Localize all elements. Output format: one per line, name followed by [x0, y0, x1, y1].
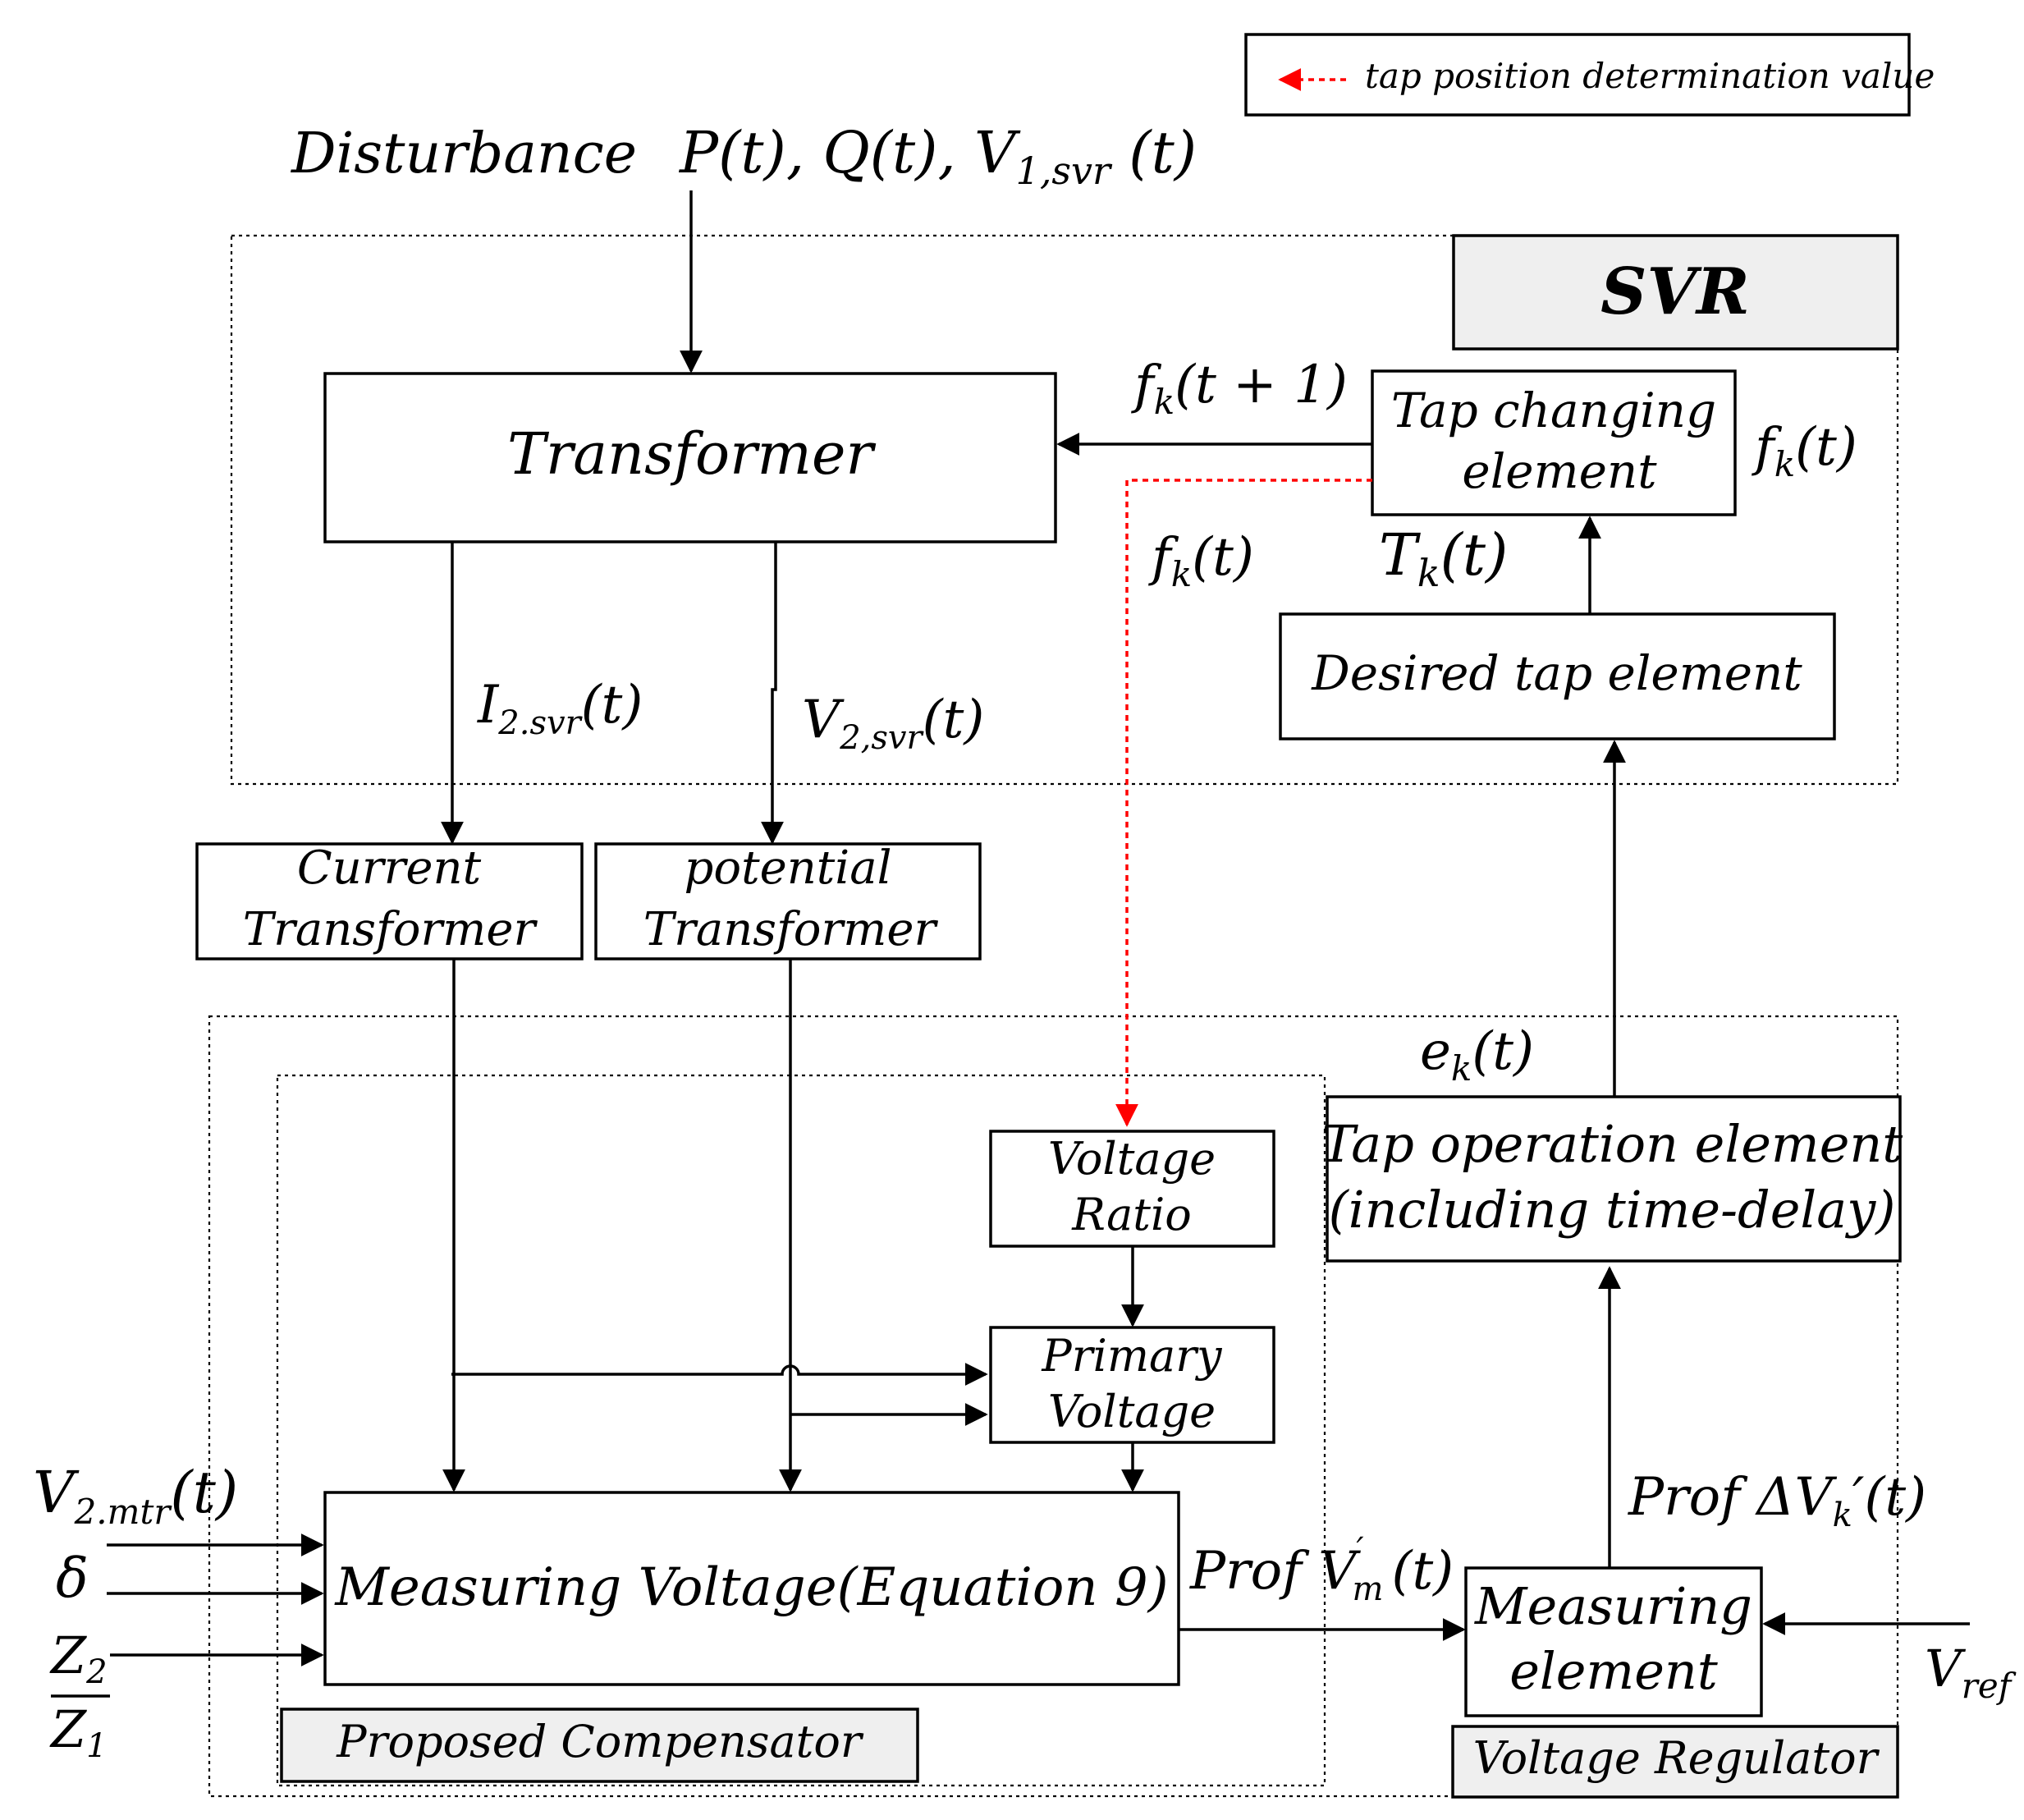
delta-label: δ: [56, 1547, 89, 1610]
svr-title: SVR: [1600, 254, 1750, 329]
prof-dv-label: Prof ΔVk′(t): [1628, 1467, 1926, 1534]
fk-mid-label: fk(t): [1148, 527, 1254, 594]
transformer-block: [323, 372, 1057, 543]
primary-voltage-block: [989, 1326, 1275, 1444]
v2-arrow: [761, 542, 784, 845]
legend-box: [1244, 33, 1911, 117]
tap-operation-block: [1326, 1095, 1902, 1263]
tap-changing-label-line2: element: [1462, 443, 1657, 499]
ct-to-primary-arrow: [451, 1363, 988, 1386]
voltage-regulator-label: Voltage Regulator: [1473, 1732, 1880, 1784]
lower-group-outline: [208, 1015, 1899, 1798]
z2-label: Z2: [49, 1625, 108, 1691]
voltage-ratio-block: [989, 1130, 1275, 1248]
primary-voltage-line1: Primary: [1041, 1330, 1223, 1382]
tap-changing-label-line1: Tap changing: [1391, 383, 1716, 438]
measuring-element-block: [1464, 1566, 1763, 1717]
fk-right-label: fk(t): [1752, 417, 1857, 484]
v2mtr-label: V2.mtr(t): [33, 1459, 238, 1532]
voltage-ratio-line2: Ratio: [1071, 1189, 1192, 1240]
voltage-ratio-line1: Voltage: [1048, 1133, 1216, 1185]
tap-operation-line2: (including time-delay): [1329, 1180, 1896, 1240]
primary-voltage-line2: Voltage: [1048, 1386, 1216, 1437]
proposed-compensator-label-box: [280, 1708, 919, 1783]
svr-title-box: [1452, 234, 1899, 351]
tap-changing-block: [1371, 369, 1737, 516]
measuring-voltage-label: Measuring Voltage(Equation 9): [334, 1557, 1168, 1618]
tap-operation-line1: Tap operation element: [1321, 1114, 1903, 1174]
z1-label: Z1: [49, 1699, 108, 1765]
fk-next-label: fk(t + 1): [1131, 355, 1348, 422]
ct-label-line2: Transformer: [243, 903, 538, 956]
tk-label: Tk(t): [1379, 521, 1508, 595]
v2-label: V2,svr(t): [802, 690, 984, 757]
pt-label-line2: Transformer: [643, 903, 939, 956]
legend-text: tap position determination value: [1365, 56, 1935, 96]
proposed-compensator-label: Proposed Compensator: [336, 1716, 864, 1767]
desired-tap-label: Desired tap element: [1311, 645, 1802, 701]
ct-label-line1: Current: [297, 841, 482, 895]
tap-feedback-arrow: [1115, 479, 1372, 1127]
pt-label-line1: potential: [685, 841, 892, 895]
disturbance-label: Disturbance: [290, 121, 637, 186]
i2-label: I2.svr(t): [477, 675, 643, 742]
measuring-element-line1: Measuring: [1474, 1576, 1752, 1636]
disturbance-signals: P(t), Q(t), V1,svr (t): [678, 119, 1197, 193]
legend: tap position determination value: [1244, 33, 1935, 117]
prof-vm-label: Prof V′m(t): [1189, 1531, 1454, 1608]
current-transformer-block: [195, 842, 584, 960]
svr-group-outline: [230, 234, 1899, 786]
ek-label: ek(t): [1420, 1021, 1534, 1089]
desired-tap-block: [1279, 612, 1836, 740]
transformer-label: Transformer: [507, 420, 876, 488]
potential-transformer-block: [594, 842, 982, 960]
voltage-regulator-label-box: [1451, 1725, 1899, 1799]
vref-label: Vref: [1925, 1639, 2017, 1706]
measuring-voltage-block: [323, 1491, 1180, 1686]
measuring-element-line2: element: [1509, 1641, 1718, 1701]
